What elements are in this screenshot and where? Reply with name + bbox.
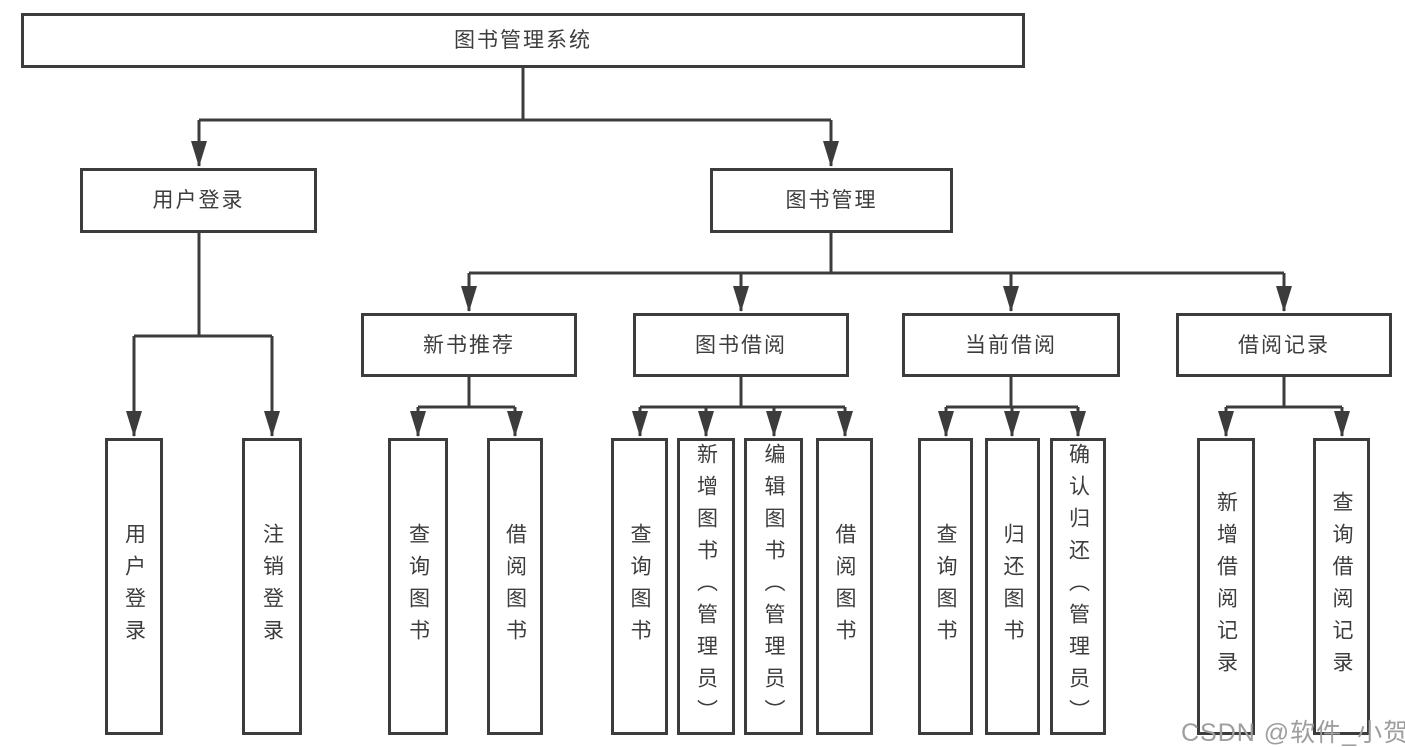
- leaf-query-books-current: 查询图书: [918, 438, 973, 735]
- node-borrowing-records: 借阅记录: [1176, 313, 1392, 377]
- leaf-query-books-borrowing: 查询图书: [611, 438, 668, 735]
- leaf-borrow-books-recommend: 借阅图书: [487, 438, 543, 735]
- leaf-edit-books-admin: 编辑图书（管理员）: [744, 438, 803, 735]
- leaf-query-books-recommend: 查询图书: [388, 438, 448, 735]
- node-current-borrowing: 当前借阅: [902, 313, 1120, 377]
- leaf-logout: 注销登录: [242, 438, 302, 735]
- leaf-confirm-return-admin: 确认归还（管理员）: [1050, 438, 1106, 735]
- csdn-watermark: CSDN @软件_小贺同学: [1181, 719, 1405, 747]
- leaf-user-login: 用户登录: [105, 438, 163, 735]
- node-library-management-system: 图书管理系统: [21, 13, 1025, 68]
- leaf-query-borrowing-record: 查询借阅记录: [1313, 438, 1370, 735]
- node-book-management: 图书管理: [710, 168, 953, 233]
- leaf-borrow-books: 借阅图书: [816, 438, 873, 735]
- leaf-add-borrowing-record: 新增借阅记录: [1197, 438, 1255, 735]
- leaf-add-books-admin: 新增图书（管理员）: [677, 438, 735, 735]
- node-book-borrowing: 图书借阅: [633, 313, 849, 377]
- node-user-login: 用户登录: [80, 168, 317, 233]
- node-new-book-recommendation: 新书推荐: [361, 313, 577, 377]
- leaf-return-books: 归还图书: [985, 438, 1040, 735]
